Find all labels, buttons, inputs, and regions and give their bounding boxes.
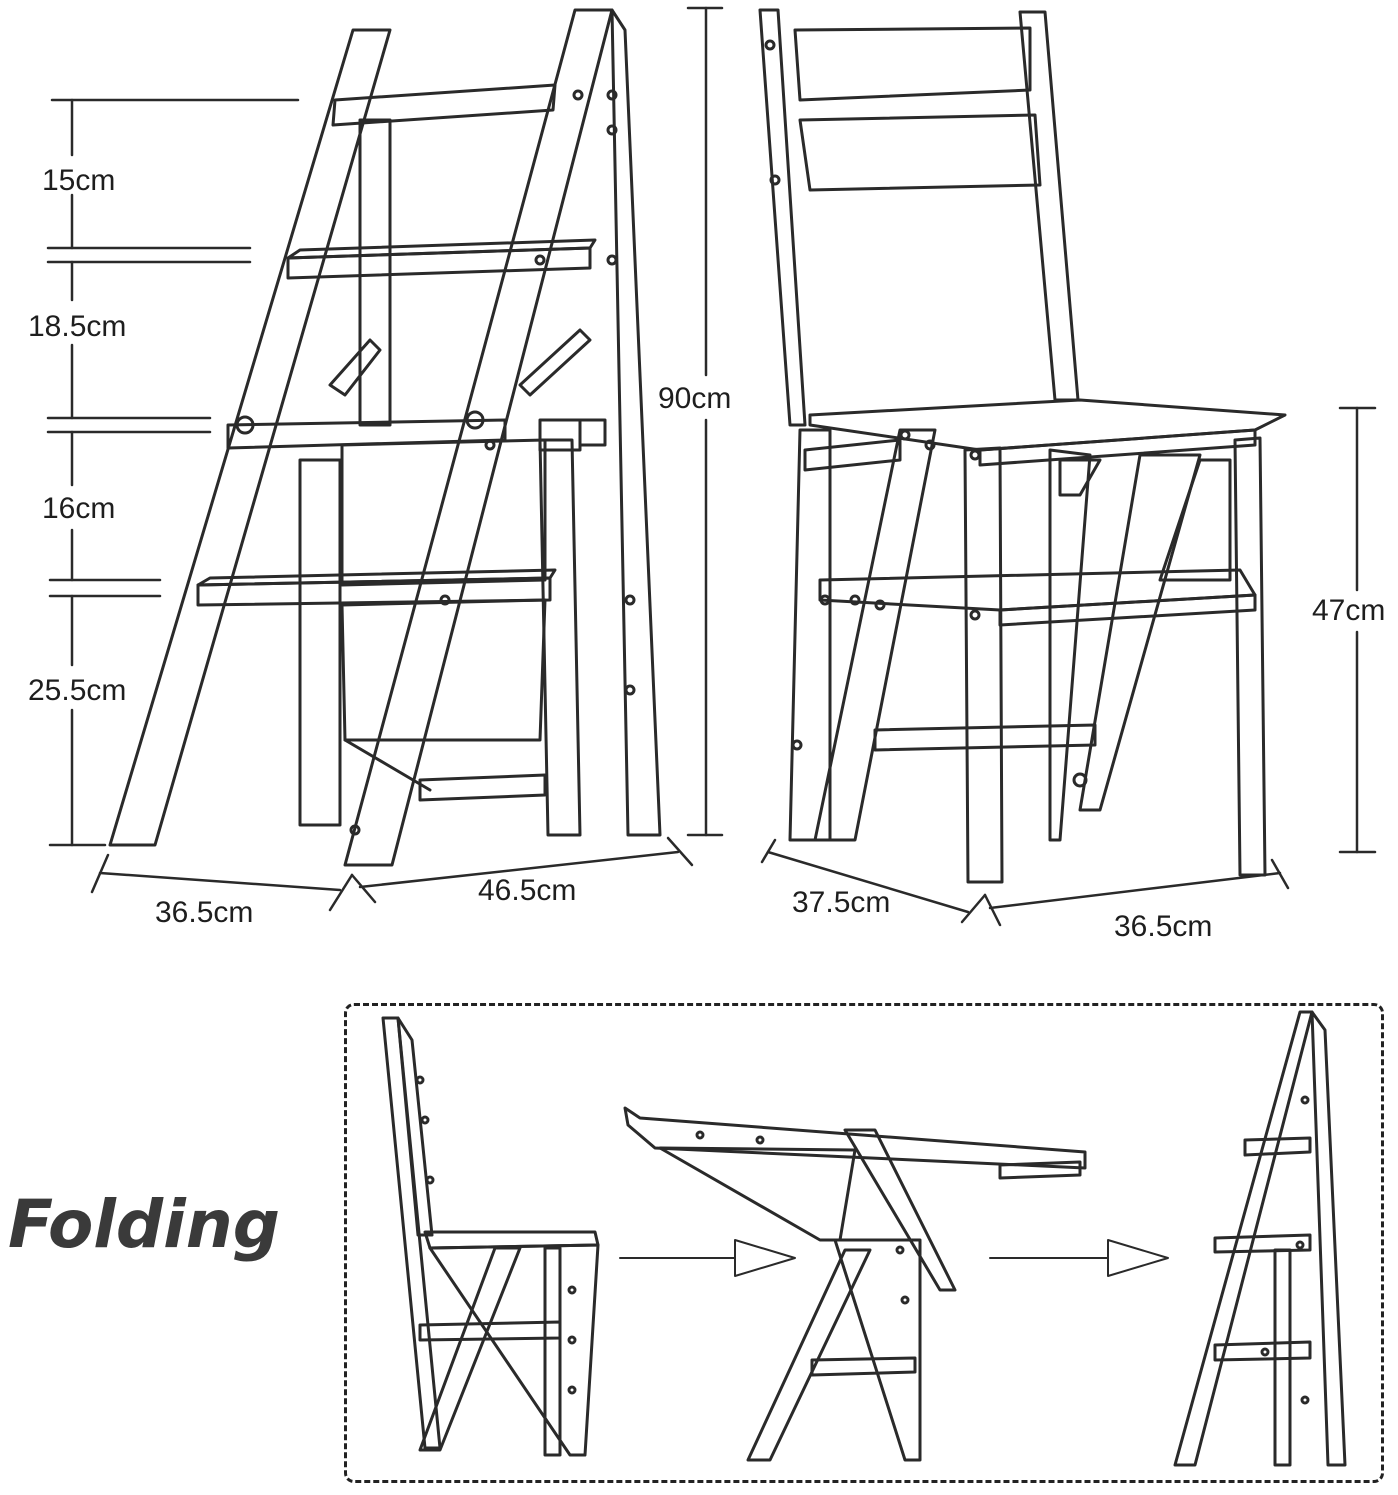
dimension-label-ladder-depth: 36.5cm xyxy=(155,896,254,929)
folding-label: Folding xyxy=(8,1186,281,1263)
ladder-drawing xyxy=(108,8,662,867)
dimension-label-chair-width: 36.5cm xyxy=(1114,910,1213,943)
chair-drawing xyxy=(758,8,1287,884)
dimension-label-chair-depth: 37.5cm xyxy=(792,886,891,919)
dimension-label-15cm: 15cm xyxy=(42,164,116,197)
dimension-label-ladder-width: 46.5cm xyxy=(478,874,577,907)
arrow-right-icon xyxy=(989,1239,1169,1277)
chair-dimension-lines xyxy=(760,406,1377,927)
folding-chair-side xyxy=(381,1016,600,1457)
dimension-label-47cm: 47cm xyxy=(1312,594,1386,627)
dimension-label-16cm: 16cm xyxy=(42,492,116,525)
folding-ladder xyxy=(1173,1010,1347,1467)
folding-sequence-frame xyxy=(344,1003,1384,1483)
dimension-label-18-5cm: 18.5cm xyxy=(28,310,127,343)
ladder-dimension-lines xyxy=(46,6,724,912)
dimension-label-25-5cm: 25.5cm xyxy=(28,674,127,707)
arrow-right-icon xyxy=(619,1239,796,1277)
folding-chair-mid xyxy=(623,1106,1087,1462)
dimension-label-90cm: 90cm xyxy=(658,382,732,415)
